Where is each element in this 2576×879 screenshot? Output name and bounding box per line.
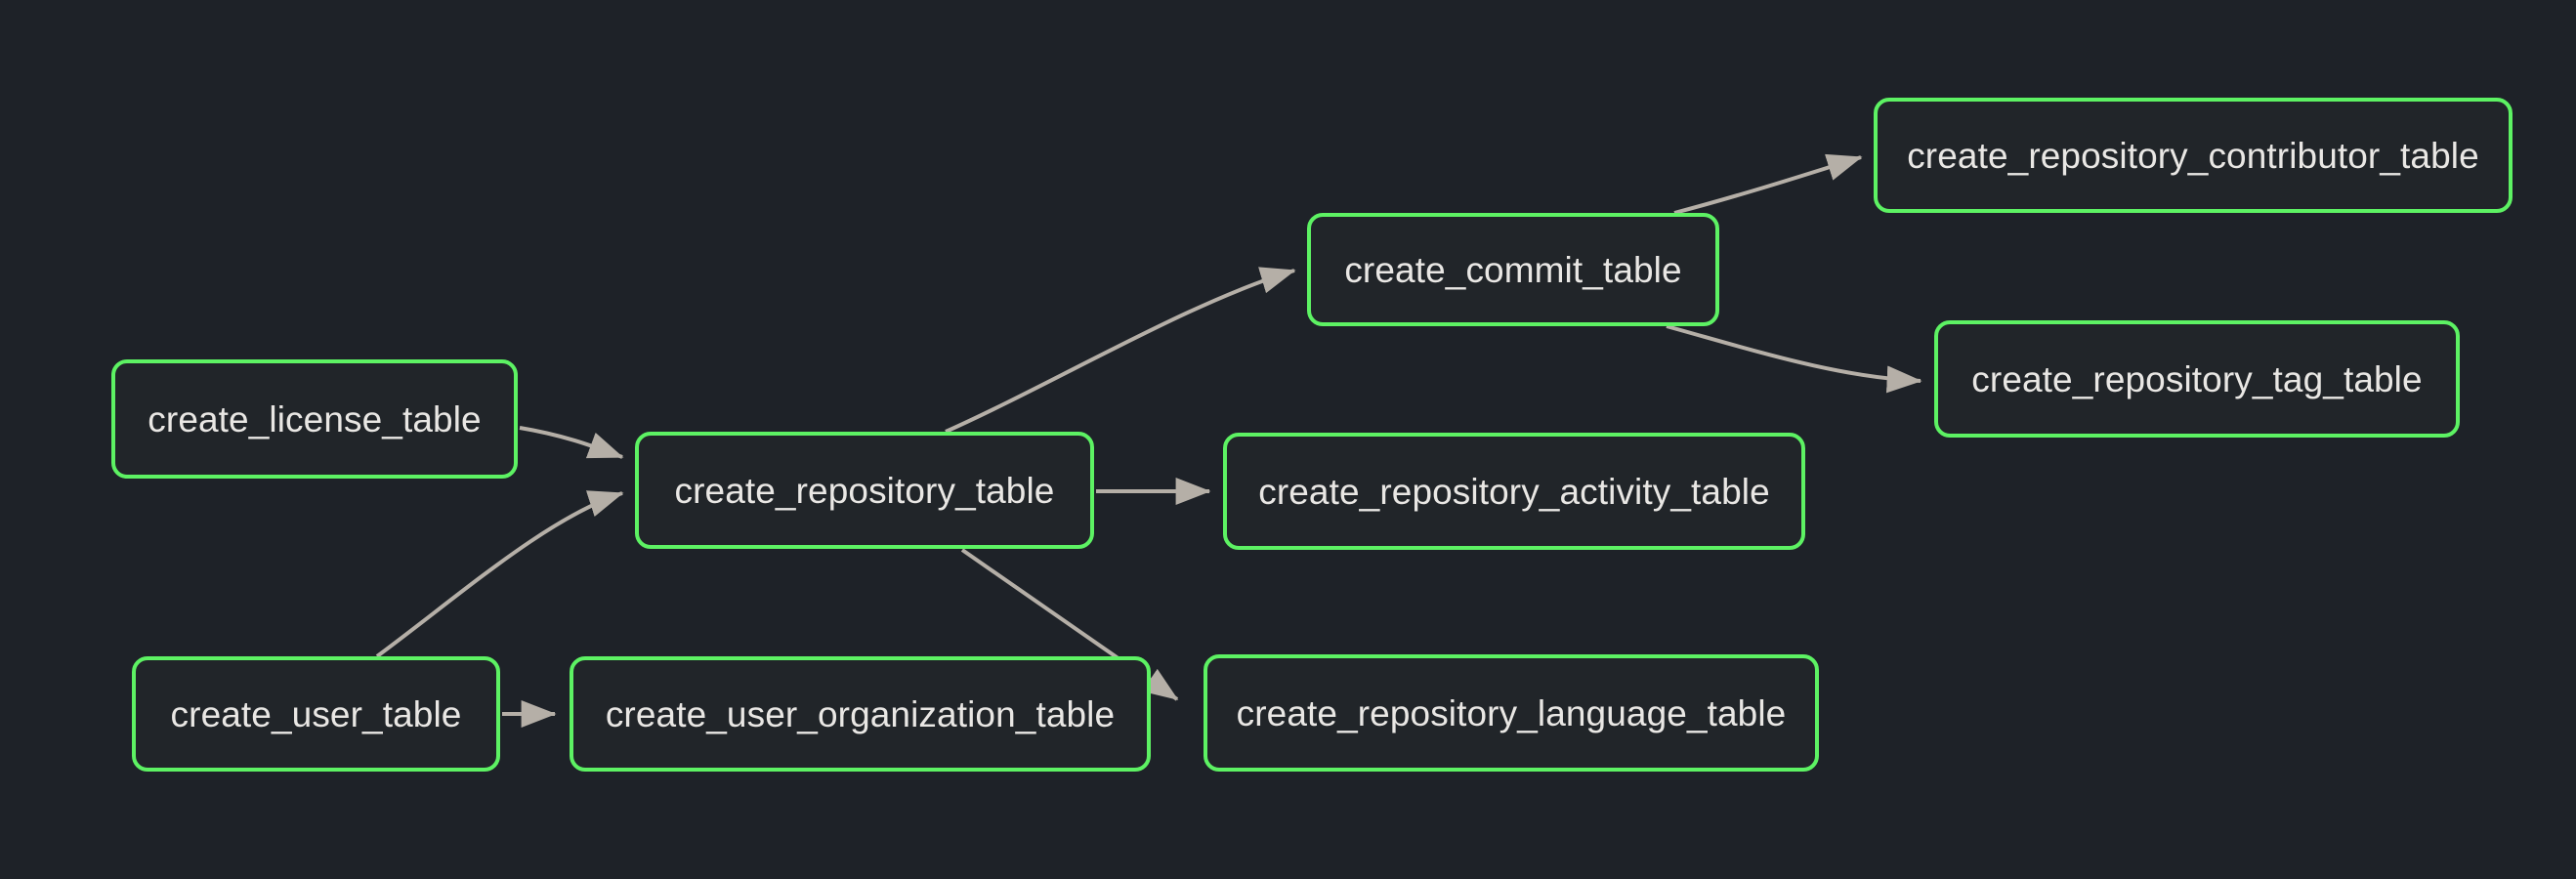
edge-create_license_table-to-create_repository_table — [519, 426, 624, 459]
task-node-create_repository_tag_table[interactable]: create_repository_tag_table — [1934, 320, 2460, 438]
task-node-create_license_table[interactable]: create_license_table — [111, 359, 518, 479]
task-node-create_repository_table[interactable]: create_repository_table — [635, 432, 1094, 549]
task-node-create_repository_activity_table[interactable]: create_repository_activity_table — [1223, 433, 1805, 550]
task-node-label: create_repository_contributor_table — [1907, 135, 2479, 176]
edge-create_repository_table-to-create_commit_table — [945, 267, 1296, 434]
task-node-label: create_commit_table — [1344, 249, 1682, 290]
task-node-label: create_repository_table — [674, 470, 1055, 511]
edge-create_commit_table-to-create_repository_tag_table — [1666, 324, 1922, 394]
task-node-label: create_license_table — [148, 398, 482, 440]
task-node-create_user_table[interactable]: create_user_table — [132, 656, 500, 772]
task-node-label: create_repository_activity_table — [1258, 471, 1770, 512]
task-node-label: create_repository_tag_table — [1971, 358, 2423, 399]
task-node-create_repository_language_table[interactable]: create_repository_language_table — [1204, 654, 1819, 772]
task-node-label: create_user_table — [170, 693, 462, 734]
edge-create_user_table-to-create_repository_table — [375, 490, 624, 658]
task-node-label: create_user_organization_table — [605, 693, 1116, 734]
edge-create_commit_table-to-create_repository_contributor_table — [1673, 153, 1863, 215]
task-node-create_repository_contributor_table[interactable]: create_repository_contributor_table — [1874, 98, 2513, 213]
task-node-create_user_organization_table[interactable]: create_user_organization_table — [570, 656, 1151, 772]
task-node-label: create_repository_language_table — [1236, 692, 1787, 733]
task-node-create_commit_table[interactable]: create_commit_table — [1307, 213, 1719, 326]
